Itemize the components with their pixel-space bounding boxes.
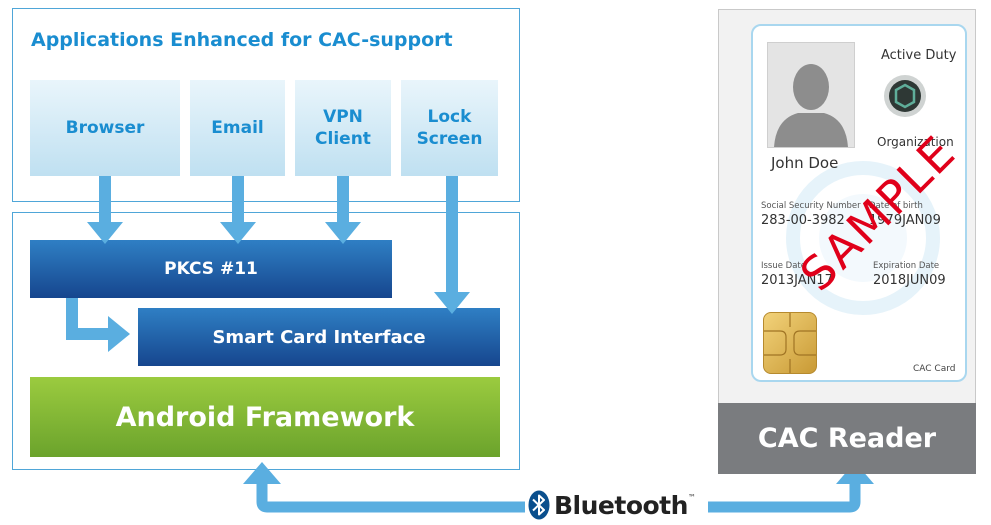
app-lock-screen: Lock Screen — [401, 80, 498, 176]
person-silhouette-icon — [774, 64, 848, 147]
app-browser: Browser — [30, 80, 180, 176]
pkcs11-bar: PKCS #11 — [30, 240, 392, 298]
app-vpn-client: VPN Client — [295, 80, 391, 176]
smart-card-interface-label: Smart Card Interface — [212, 326, 426, 348]
dob-label: Date of birth — [869, 201, 923, 211]
bluetooth-wordmark: Bluetooth — [554, 490, 688, 520]
app-browser-label: Browser — [65, 118, 145, 138]
bluetooth-icon — [528, 490, 550, 520]
cardholder-photo — [767, 42, 855, 148]
chip-contacts-icon — [764, 313, 816, 373]
app-email-label: Email — [211, 118, 264, 138]
android-framework-label: Android Framework — [115, 401, 415, 433]
cac-reader-label: CAC Reader — [757, 423, 937, 454]
card-type-label: CAC Card — [913, 364, 956, 374]
ssn-value: 283-00-3982 — [761, 213, 845, 228]
expiration-date-value: 2018JUN09 — [873, 273, 946, 288]
issue-date-label: Issue Date — [761, 261, 806, 271]
smart-card-chip — [763, 312, 817, 374]
applications-title: Applications Enhanced for CAC-support — [31, 29, 453, 51]
app-email: Email — [190, 80, 285, 176]
cardholder-name: John Doe — [771, 154, 839, 172]
cac-card: Active Duty Organization John Doe Social… — [751, 24, 967, 382]
card-seal-background — [786, 161, 940, 315]
organization-emblem-icon — [884, 75, 926, 117]
expiration-date-label: Expiration Date — [873, 261, 940, 271]
dob-value: 1979JAN09 — [869, 213, 941, 228]
smart-card-interface-bar: Smart Card Interface — [138, 308, 500, 366]
pkcs11-label: PKCS #11 — [164, 259, 258, 279]
ssn-label: Social Security Number — [761, 201, 861, 211]
cac-reader-label-bar: CAC Reader — [718, 403, 976, 474]
app-vpn-client-label: VPN Client — [315, 107, 371, 149]
app-lock-screen-label: Lock Screen — [416, 107, 483, 149]
issue-date-value: 2013JAN17 — [761, 273, 833, 288]
bluetooth-logo: Bluetooth ™ — [528, 489, 696, 521]
android-framework-bar: Android Framework — [30, 377, 500, 457]
trademark-mark: ™ — [687, 493, 696, 502]
organization-label: Organization — [877, 135, 954, 149]
status-label: Active Duty — [881, 48, 957, 63]
